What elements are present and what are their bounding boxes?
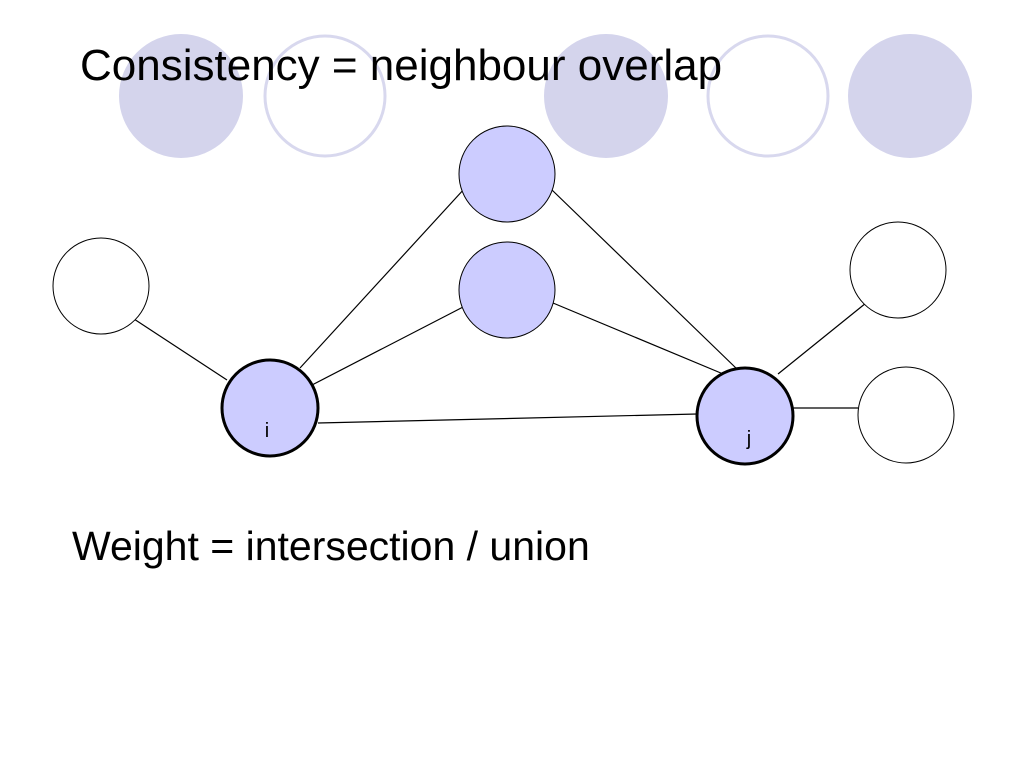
node-j-only-lower (857, 366, 955, 464)
node-j: j (695, 366, 795, 466)
deco-circle-filled-3 (848, 34, 972, 158)
graph-edges (133, 187, 867, 424)
node-shared-middle (458, 241, 556, 339)
deco-circle-filled-2 (544, 34, 668, 158)
node-j-label: j (746, 428, 751, 450)
slide-title: Consistency = neighbour overlap (80, 41, 723, 90)
edge-i-i-only-left (133, 318, 228, 381)
node-i-label: i (265, 420, 269, 442)
edge-j-j-only-upper (777, 302, 867, 375)
node-i: i (220, 358, 320, 458)
edge-i-j (317, 413, 698, 424)
deco-circle-outline-1 (263, 34, 387, 158)
node-j-circle (695, 366, 795, 466)
deco-circle-filled-1 (119, 34, 243, 158)
deco-circle-outline-2 (706, 34, 830, 158)
body-text: Weight = intersection / union (72, 523, 590, 569)
edge-i-shared-middle (311, 305, 466, 386)
edge-j-shared-middle (552, 302, 729, 377)
edge-j-shared-top (551, 189, 739, 371)
node-shared-top (458, 125, 556, 223)
node-j-only-upper (849, 221, 947, 319)
node-i-circle (220, 358, 320, 458)
edge-i-shared-top (299, 187, 466, 369)
node-i-only-left (52, 237, 150, 335)
